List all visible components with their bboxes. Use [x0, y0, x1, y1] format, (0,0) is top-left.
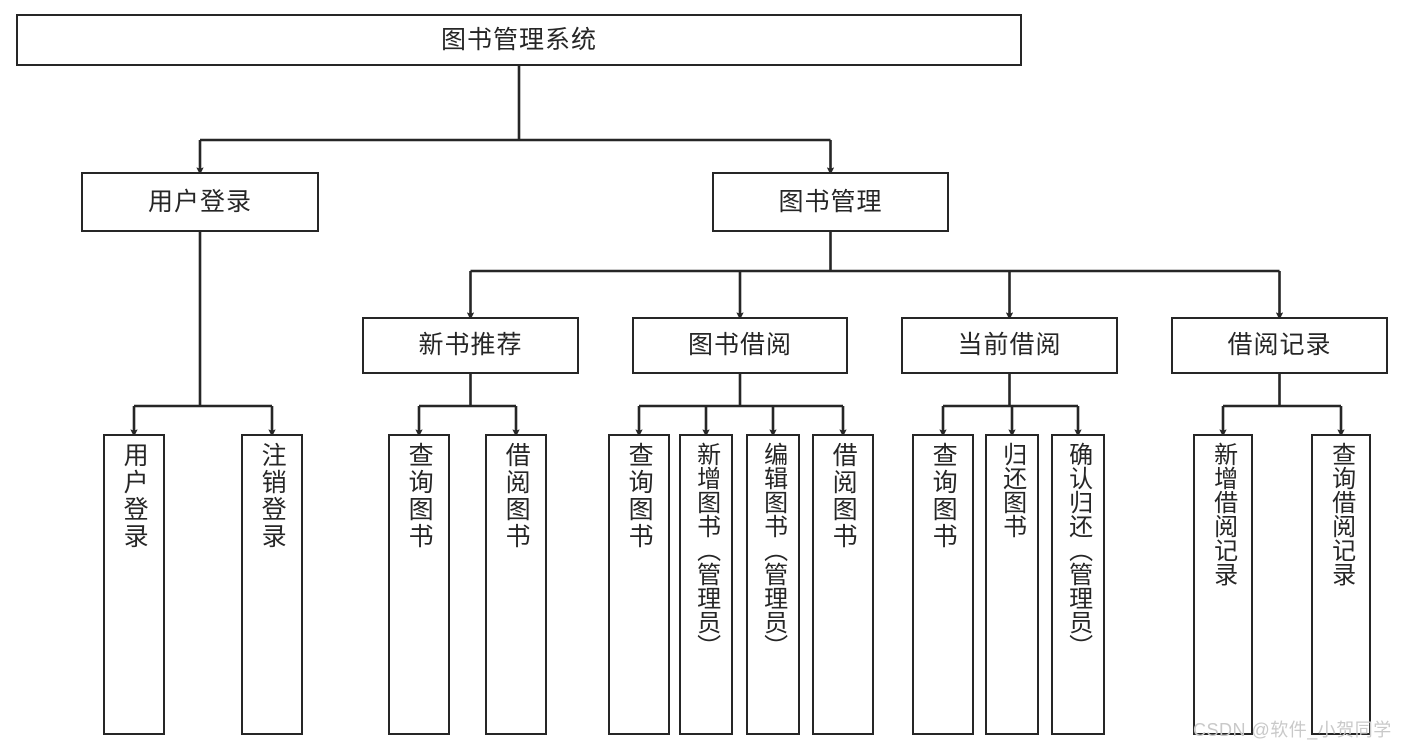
node-label: 新书推荐	[418, 331, 523, 359]
node-book-borrowing[interactable]: 图书借阅	[632, 317, 848, 374]
node-leaf-borrow-book-borrowing[interactable]: 借阅图书	[812, 434, 874, 735]
node-root-book-management-system[interactable]: 图书管理系统	[16, 14, 1022, 66]
node-leaf-borrow-book-recommendation[interactable]: 借阅图书	[485, 434, 547, 735]
node-label: 查询图书	[625, 442, 654, 550]
node-label: 借阅记录	[1227, 331, 1332, 359]
node-leaf-query-borrowing-record[interactable]: 查询借阅记录	[1311, 434, 1371, 735]
node-label: 用户登录	[147, 187, 252, 216]
node-label: 编辑图书（管理员）	[759, 442, 787, 658]
node-leaf-user-login[interactable]: 用户登录	[103, 434, 165, 735]
node-label: 图书管理系统	[440, 25, 597, 54]
node-label: 查询图书	[405, 442, 434, 550]
node-leaf-return-book[interactable]: 归还图书	[985, 434, 1039, 735]
node-leaf-edit-book-admin[interactable]: 编辑图书（管理员）	[746, 434, 800, 735]
node-label: 查询图书	[929, 442, 958, 550]
node-current-borrowing[interactable]: 当前借阅	[901, 317, 1118, 374]
node-borrowing-record[interactable]: 借阅记录	[1171, 317, 1388, 374]
node-leaf-confirm-return-admin[interactable]: 确认归还（管理员）	[1051, 434, 1105, 735]
node-leaf-query-book-current[interactable]: 查询图书	[912, 434, 974, 735]
node-label: 注销登录	[258, 442, 287, 550]
node-label: 确认归还（管理员）	[1064, 442, 1092, 658]
node-label: 归还图书	[998, 442, 1026, 538]
node-label: 当前借阅	[957, 331, 1062, 359]
node-label: 新增借阅记录	[1209, 442, 1237, 586]
node-book-management[interactable]: 图书管理	[712, 172, 949, 232]
node-leaf-query-book-recommendation[interactable]: 查询图书	[388, 434, 450, 735]
node-label: 借阅图书	[502, 442, 531, 550]
node-label: 借阅图书	[829, 442, 858, 550]
node-new-book-recommendation[interactable]: 新书推荐	[362, 317, 579, 374]
node-label: 用户登录	[120, 442, 149, 550]
node-label: 查询借阅记录	[1327, 442, 1355, 586]
node-leaf-query-book-borrowing[interactable]: 查询图书	[608, 434, 670, 735]
node-user-login[interactable]: 用户登录	[81, 172, 319, 232]
node-leaf-add-book-admin[interactable]: 新增图书（管理员）	[679, 434, 733, 735]
node-label: 图书借阅	[687, 331, 792, 359]
watermark: CSDN @软件_小贺同学	[1193, 720, 1392, 740]
node-label: 图书管理	[778, 187, 883, 216]
node-leaf-logout[interactable]: 注销登录	[241, 434, 303, 735]
node-leaf-add-borrowing-record[interactable]: 新增借阅记录	[1193, 434, 1253, 735]
node-label: 新增图书（管理员）	[692, 442, 720, 658]
